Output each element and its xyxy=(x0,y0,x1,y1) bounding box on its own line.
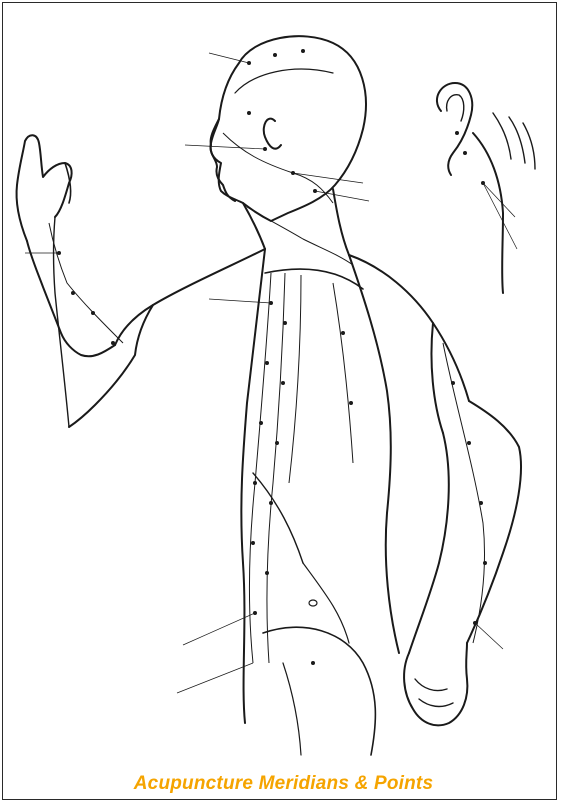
hip-line xyxy=(263,627,375,755)
raised-hand xyxy=(16,135,71,241)
hanging-fingers xyxy=(415,679,453,706)
acupoint-marker xyxy=(251,541,255,545)
acupoint-marker xyxy=(71,291,75,295)
acupoint-marker xyxy=(311,661,315,665)
acupoint-marker xyxy=(273,53,277,57)
acupoint-marker xyxy=(281,381,285,385)
upper-arm-front xyxy=(431,323,443,433)
label-leader-line xyxy=(293,173,363,183)
acupoint-marker xyxy=(455,131,459,135)
meridian-chart xyxy=(3,3,561,763)
neck-back xyxy=(333,189,349,255)
meridian-channel-arm-raised xyxy=(49,223,123,343)
label-leader-line xyxy=(177,663,253,693)
acupoint-marker xyxy=(269,501,273,505)
acupoint-marker xyxy=(111,341,115,345)
acupoint-marker xyxy=(301,49,305,53)
inset-ear xyxy=(437,83,472,175)
shoulder-left xyxy=(115,249,265,345)
torso-back xyxy=(349,255,399,653)
torso-front xyxy=(241,249,265,723)
hanging-hand xyxy=(404,643,467,725)
meridian-channel-front-2 xyxy=(267,273,285,663)
inset-contour-1 xyxy=(493,113,511,159)
acupoint-marker xyxy=(253,481,257,485)
acupoint-marker xyxy=(451,381,455,385)
raised-arm-inner xyxy=(69,305,153,427)
rib-curve xyxy=(253,473,303,563)
navel-mark xyxy=(309,600,317,606)
hairline xyxy=(235,69,333,93)
label-leader-line xyxy=(475,623,503,649)
acupoint-marker xyxy=(265,361,269,365)
label-leader-line xyxy=(185,145,265,149)
acupoint-marker xyxy=(275,441,279,445)
acupoint-marker xyxy=(483,561,487,565)
abdomen-line xyxy=(303,563,349,643)
acupoint-marker xyxy=(479,501,483,505)
poster-caption: Acupuncture Meridians & Points xyxy=(3,773,561,795)
inset-ear-inner xyxy=(447,95,464,121)
chest-curve xyxy=(265,269,363,289)
label-leader-line xyxy=(209,299,271,303)
meridian-channel-face xyxy=(223,133,333,203)
thigh-line xyxy=(283,663,301,755)
raised-arm-outer xyxy=(27,241,115,356)
acupoint-marker xyxy=(463,151,467,155)
forearm-front xyxy=(409,433,449,653)
acupoint-marker xyxy=(467,441,471,445)
meridian-channel-side xyxy=(333,283,353,463)
forearm-back xyxy=(467,401,521,643)
meridian-channel-front-3 xyxy=(289,275,301,483)
acupoint-marker xyxy=(283,321,287,325)
acupoint-marker xyxy=(265,571,269,575)
acupoint-marker xyxy=(91,311,95,315)
acupoint-marker xyxy=(349,401,353,405)
meridian-channel-front-1 xyxy=(249,273,271,663)
acupoint-marker xyxy=(341,331,345,335)
inset-contour-2 xyxy=(509,117,525,163)
acupoint-marker xyxy=(259,421,263,425)
acupoint-marker xyxy=(247,111,251,115)
ear-outline xyxy=(264,119,281,149)
head-outline xyxy=(210,36,365,221)
